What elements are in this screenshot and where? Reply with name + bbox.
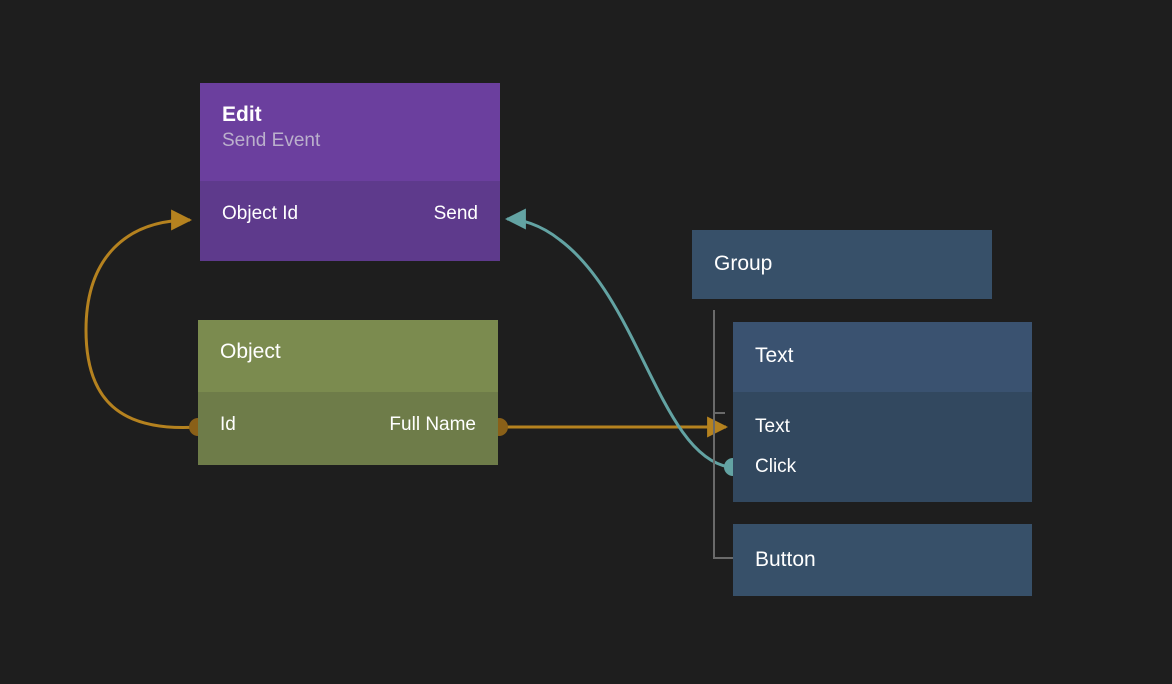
node-edit-title: Edit — [222, 103, 262, 126]
node-group-title: Group — [714, 252, 773, 275]
node-object-title: Object — [220, 340, 281, 363]
node-object-port-row: Id Full Name — [198, 405, 498, 445]
port-label-edit-send[interactable]: Send — [433, 203, 478, 224]
node-text-body: Text Click — [733, 392, 1032, 502]
node-text-title: Text — [755, 344, 794, 367]
group-tree-stub-text — [713, 412, 725, 414]
node-edit-header: Edit Send Event — [200, 83, 500, 181]
node-button-title: Button — [755, 548, 816, 571]
node-text[interactable]: Text Text Click — [733, 322, 1032, 502]
group-tree-vertical-line — [713, 310, 715, 559]
node-edit-port-row: Object Id Send — [200, 194, 500, 234]
node-object-body: Id Full Name — [198, 392, 498, 465]
port-label-object-fullname[interactable]: Full Name — [389, 414, 476, 435]
wire-object-id-to-edit-object-id — [84, 209, 199, 430]
node-edit-body: Object Id Send — [200, 181, 500, 261]
node-button[interactable]: Button — [733, 524, 1032, 596]
port-label-object-id[interactable]: Id — [220, 414, 236, 435]
node-edit[interactable]: Edit Send Event Object Id Send — [200, 83, 500, 261]
group-tree-stub-button — [713, 557, 733, 559]
node-text-port-row-click: Click — [733, 447, 1032, 487]
node-group-header: Group — [692, 230, 992, 299]
node-text-port-row-text: Text — [733, 407, 1032, 447]
node-object-header: Object — [198, 320, 498, 392]
node-group[interactable]: Group — [692, 230, 992, 299]
port-label-text-click[interactable]: Click — [755, 456, 797, 477]
node-object[interactable]: Object Id Full Name — [198, 320, 498, 465]
port-label-text-text[interactable]: Text — [755, 416, 790, 437]
port-label-edit-object-id[interactable]: Object Id — [222, 203, 299, 224]
node-edit-subtitle: Send Event — [222, 130, 321, 151]
node-button-header: Button — [733, 524, 1032, 596]
node-text-header: Text — [733, 322, 1032, 392]
